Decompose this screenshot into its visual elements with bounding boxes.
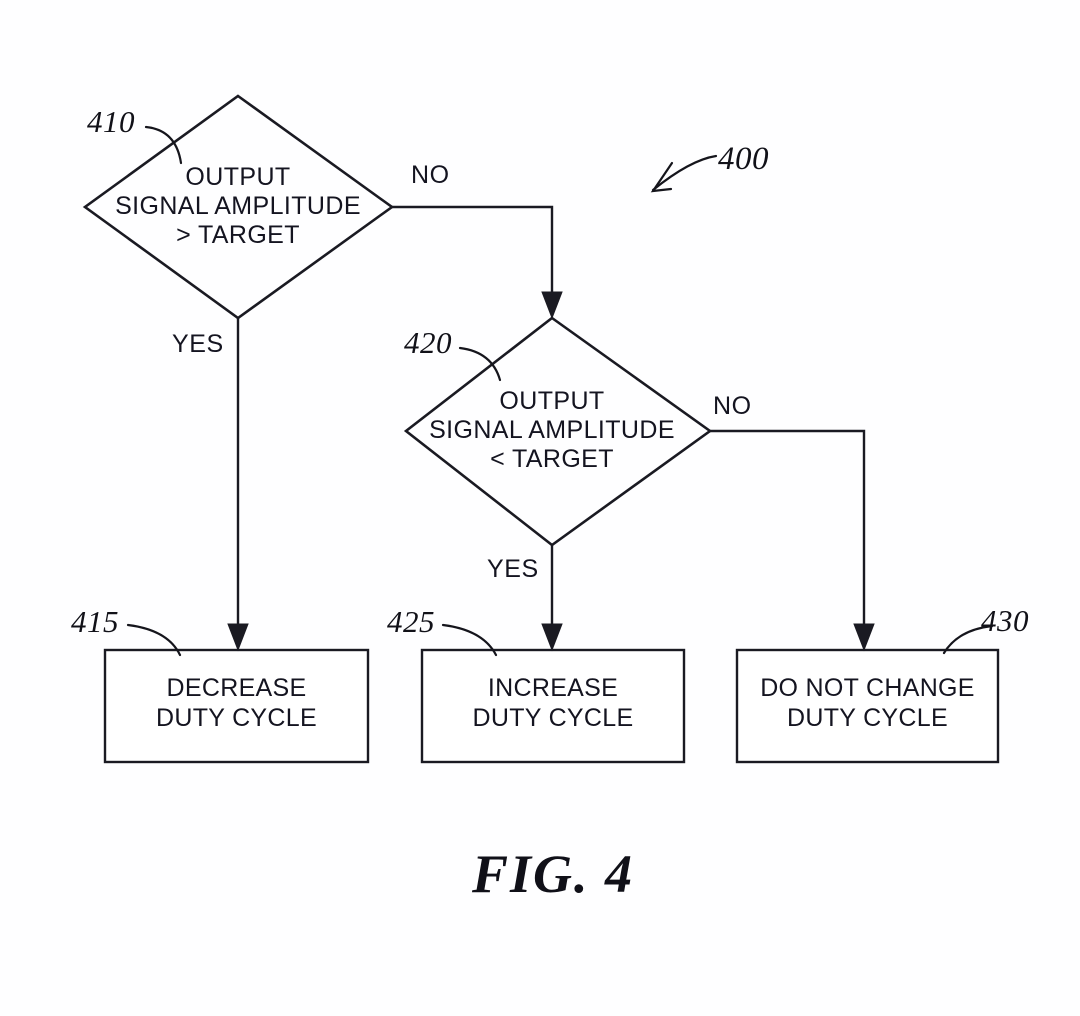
edge-label-420-yes: YES xyxy=(487,555,539,583)
edge-label-410-yes: YES xyxy=(172,330,224,358)
ref-415: 415 xyxy=(71,604,119,639)
arrowhead-420-yes xyxy=(541,623,563,652)
process-430-label: DO NOT CHANGE DUTY CYCLE xyxy=(760,674,975,732)
arrowhead-410-no xyxy=(541,291,563,320)
leader-425 xyxy=(441,623,498,657)
connector-410-no xyxy=(392,205,554,300)
ref-430: 430 xyxy=(981,603,1029,638)
arrowhead-410-yes xyxy=(227,623,249,652)
ref-420: 420 xyxy=(404,325,452,360)
process-425-label: INCREASE DUTY CYCLE xyxy=(472,674,634,732)
process-425-box[interactable] xyxy=(420,648,686,764)
decision-420-label: OUTPUT SIGNAL AMPLITUDE < TARGET xyxy=(429,387,675,473)
process-415-label: DECREASE DUTY CYCLE xyxy=(156,674,317,732)
decision-410-label: OUTPUT SIGNAL AMPLITUDE > TARGET xyxy=(115,163,361,249)
process-430-box[interactable] xyxy=(735,648,1000,764)
ref-425: 425 xyxy=(387,604,435,639)
leader-420 xyxy=(458,346,502,382)
ref-400: 400 xyxy=(718,141,769,177)
connector-420-no xyxy=(710,429,866,632)
arrowhead-420-no xyxy=(853,623,875,652)
edge-label-420-no: NO xyxy=(713,392,752,420)
ref-410: 410 xyxy=(87,104,135,139)
leader-410 xyxy=(144,125,183,165)
leader-430 xyxy=(942,624,994,655)
leader-415 xyxy=(126,623,182,657)
process-415-box[interactable] xyxy=(103,648,370,764)
edge-label-410-no: NO xyxy=(411,161,450,189)
leader-400 xyxy=(651,154,718,192)
figure-caption: FIG. 4 xyxy=(472,844,635,904)
arrow-400-icon xyxy=(650,161,674,193)
